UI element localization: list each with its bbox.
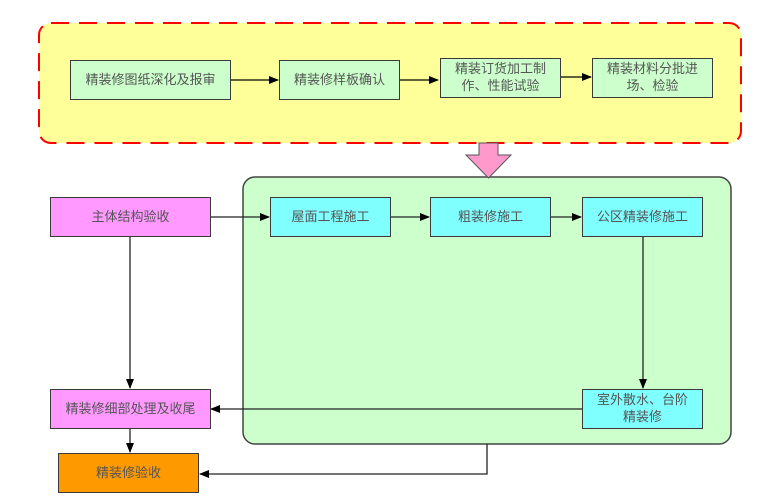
node-rough-decoration: 粗装修施工 xyxy=(430,197,551,237)
node-outdoor-decoration: 室外散水、台阶 精装修 xyxy=(582,389,703,429)
prep-step-ordering-testing: 精装订货加工制 作、性能试验 xyxy=(440,58,561,98)
node-roof-work: 屋面工程施工 xyxy=(270,197,391,237)
edge-construction-final xyxy=(199,444,488,478)
prep-step-sample-confirm: 精装修样板确认 xyxy=(279,60,400,100)
node-detail-finishing: 精装修细部处理及收尾 xyxy=(50,389,211,429)
node-final-acceptance: 精装修验收 xyxy=(58,453,199,493)
node-public-area-decoration: 公区精装修施工 xyxy=(582,197,703,237)
transition-arrow xyxy=(464,142,513,179)
prep-step-material-inspection: 精装材料分批进 场、检验 xyxy=(592,58,713,98)
prep-step-drawing-review: 精装修图纸深化及报审 xyxy=(70,60,231,100)
node-structure-acceptance: 主体结构验收 xyxy=(50,197,211,237)
